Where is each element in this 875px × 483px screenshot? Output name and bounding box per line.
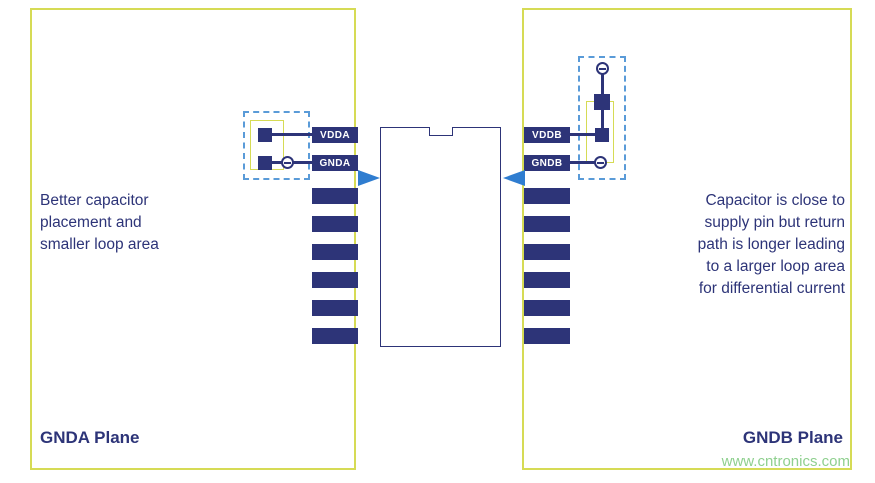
ic-pin <box>524 216 570 232</box>
right-annotation: Capacitor is close to supply pin but ret… <box>697 192 845 297</box>
trace-gnda-pad-to-via <box>270 161 282 164</box>
pin-label-gnda: GNDA <box>312 155 358 171</box>
ic-pin <box>524 300 570 316</box>
capacitor-body-right <box>594 94 610 110</box>
capacitor-pad-gnda <box>258 156 272 170</box>
trace-capacitor-to-pad <box>601 110 604 129</box>
ic-pin <box>524 188 570 204</box>
trace-vdda <box>270 133 312 136</box>
ic-body <box>380 127 501 347</box>
ic-pin <box>312 216 358 232</box>
capacitor-region-left <box>243 111 310 180</box>
gndb-plane-label: GNDB Plane <box>742 428 843 447</box>
trace-vddb <box>570 133 596 136</box>
ic-pin <box>524 272 570 288</box>
via-icon <box>594 156 607 169</box>
pin-label-vddb: VDDB <box>524 127 570 143</box>
ic-pin1-notch <box>429 127 453 136</box>
trace-gndb <box>570 161 595 164</box>
ic-pin <box>312 272 358 288</box>
current-arrow-into-ic-right <box>503 170 525 186</box>
trace-via-to-capacitor <box>601 74 604 96</box>
pin-label-vdda: VDDA <box>312 127 358 143</box>
ic-pin <box>312 328 358 344</box>
trace-gnda-via-to-pin <box>293 161 313 164</box>
capacitor-pad-vddb <box>595 128 609 142</box>
ic-pin <box>524 328 570 344</box>
pin-label-gndb: GNDB <box>524 155 570 171</box>
ic-pin <box>524 244 570 260</box>
gnda-plane-label: GNDA Plane <box>40 428 140 447</box>
gndb-plane-outline <box>522 8 852 470</box>
ic-pin <box>312 244 358 260</box>
watermark-link[interactable]: www.cntronics.com <box>721 453 850 470</box>
capacitor-region-right <box>578 56 626 180</box>
ic-pin <box>312 300 358 316</box>
current-arrow-into-ic-left <box>358 170 380 186</box>
capacitor-pad-vdda <box>258 128 272 142</box>
left-annotation: Better capacitor placement and smaller l… <box>40 192 159 253</box>
ic-pin <box>312 188 358 204</box>
gnda-plane-outline <box>30 8 356 470</box>
